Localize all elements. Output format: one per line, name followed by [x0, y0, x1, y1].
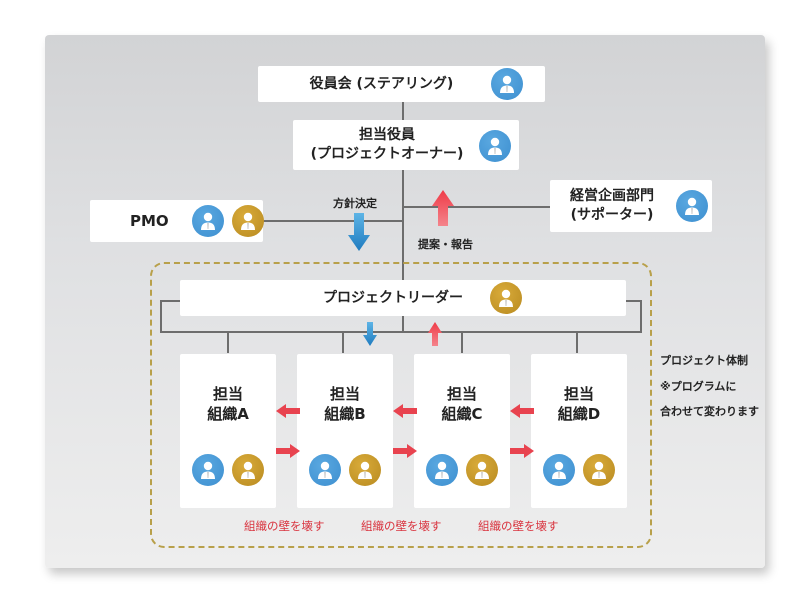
connector-leader-left-stub	[160, 300, 180, 302]
side-note-line: プロジェクト体制	[660, 354, 748, 367]
male-avatar-icon	[676, 190, 708, 222]
connector-leader-right	[640, 300, 642, 332]
right-arrow-icon	[276, 444, 300, 458]
male-avatar-icon	[543, 454, 575, 486]
male-avatar-icon	[232, 454, 264, 486]
supporter-box[interactable]: 経営企画部門 (サポーター)	[550, 180, 712, 232]
connector-main-vertical	[402, 100, 404, 332]
org-box-d[interactable]: 担当 組織D	[531, 354, 627, 508]
male-avatar-icon	[466, 454, 498, 486]
proposal-up-arrow-icon	[432, 190, 454, 226]
project-leader-label: プロジェクトリーダー	[323, 289, 463, 306]
leader-up-arrow-icon	[428, 322, 442, 346]
project-owner-box[interactable]: 担当役員 (プロジェクトオーナー)	[293, 120, 519, 170]
org-label: 担当 組織B	[324, 384, 365, 425]
steering-committee-label: 役員会 (ステアリング)	[309, 75, 454, 92]
project-leader-box[interactable]: プロジェクトリーダー	[180, 280, 626, 316]
male-avatar-icon	[309, 454, 341, 486]
connector-org-a	[227, 331, 229, 353]
connector-pmo	[262, 220, 404, 222]
side-note-line: 合わせて変わります	[660, 405, 759, 418]
org-title: 担当	[212, 385, 243, 403]
male-avatar-icon	[491, 68, 523, 100]
org-box-a[interactable]: 担当 組織A	[180, 354, 276, 508]
org-name: 組織C	[441, 405, 483, 424]
male-avatar-icon	[583, 454, 615, 486]
female-avatar-icon	[349, 454, 381, 486]
org-label: 担当 組織D	[558, 384, 600, 425]
org-name: 組織A	[207, 405, 249, 424]
side-note-line: ※プログラムに	[660, 380, 737, 393]
supporter-title: 経営企画部門	[570, 188, 654, 205]
break-silo-label: 組織の壁を壊す	[244, 519, 325, 533]
connector-org-b	[342, 331, 344, 353]
pmo-box[interactable]: PMO	[90, 200, 264, 242]
project-owner-role: (プロジェクトオーナー)	[310, 146, 464, 162]
org-box-c[interactable]: 担当 組織C	[414, 354, 510, 508]
male-avatar-icon	[479, 130, 511, 162]
female-avatar-icon	[490, 282, 522, 314]
connector-org-bus	[160, 331, 642, 333]
org-label: 担当 組織A	[207, 384, 249, 425]
connector-org-c	[461, 331, 463, 353]
policy-decision-label: 方針決定	[333, 197, 377, 210]
male-avatar-icon	[192, 205, 224, 237]
supporter-role: (サポーター)	[570, 207, 654, 223]
left-arrow-icon	[393, 404, 417, 418]
connector-org-d	[576, 331, 578, 353]
org-title: 担当	[446, 385, 477, 403]
org-box-b[interactable]: 担当 組織B	[297, 354, 393, 508]
female-avatar-icon	[192, 454, 224, 486]
org-label: 担当 組織C	[441, 384, 482, 425]
org-name: 組織B	[324, 405, 366, 424]
connector-leader-left	[160, 300, 162, 332]
left-arrow-icon	[510, 404, 534, 418]
org-name: 組織D	[557, 405, 601, 424]
male-avatar-icon	[426, 454, 458, 486]
female-avatar-icon	[232, 205, 264, 237]
steering-committee-box[interactable]: 役員会 (ステアリング)	[258, 66, 545, 102]
connector-supporter	[402, 206, 550, 208]
project-structure-boundary	[150, 262, 652, 548]
org-title: 担当	[563, 385, 594, 403]
project-owner-title: 担当役員	[358, 127, 415, 144]
leader-down-arrow-icon	[363, 322, 377, 346]
break-silo-label: 組織の壁を壊す	[361, 519, 442, 533]
left-arrow-icon	[276, 404, 300, 418]
break-silo-label: 組織の壁を壊す	[478, 519, 559, 533]
right-arrow-icon	[510, 444, 534, 458]
proposal-report-label: 提案・報告	[418, 238, 473, 251]
right-arrow-icon	[393, 444, 417, 458]
connector-leader-right-stub	[626, 300, 642, 302]
project-owner-label: 担当役員 (プロジェクトオーナー)	[311, 126, 464, 164]
org-title: 担当	[329, 385, 360, 403]
policy-down-arrow-icon	[348, 213, 370, 251]
supporter-label: 経営企画部門 (サポーター)	[570, 187, 654, 225]
pmo-label: PMO	[130, 211, 169, 230]
